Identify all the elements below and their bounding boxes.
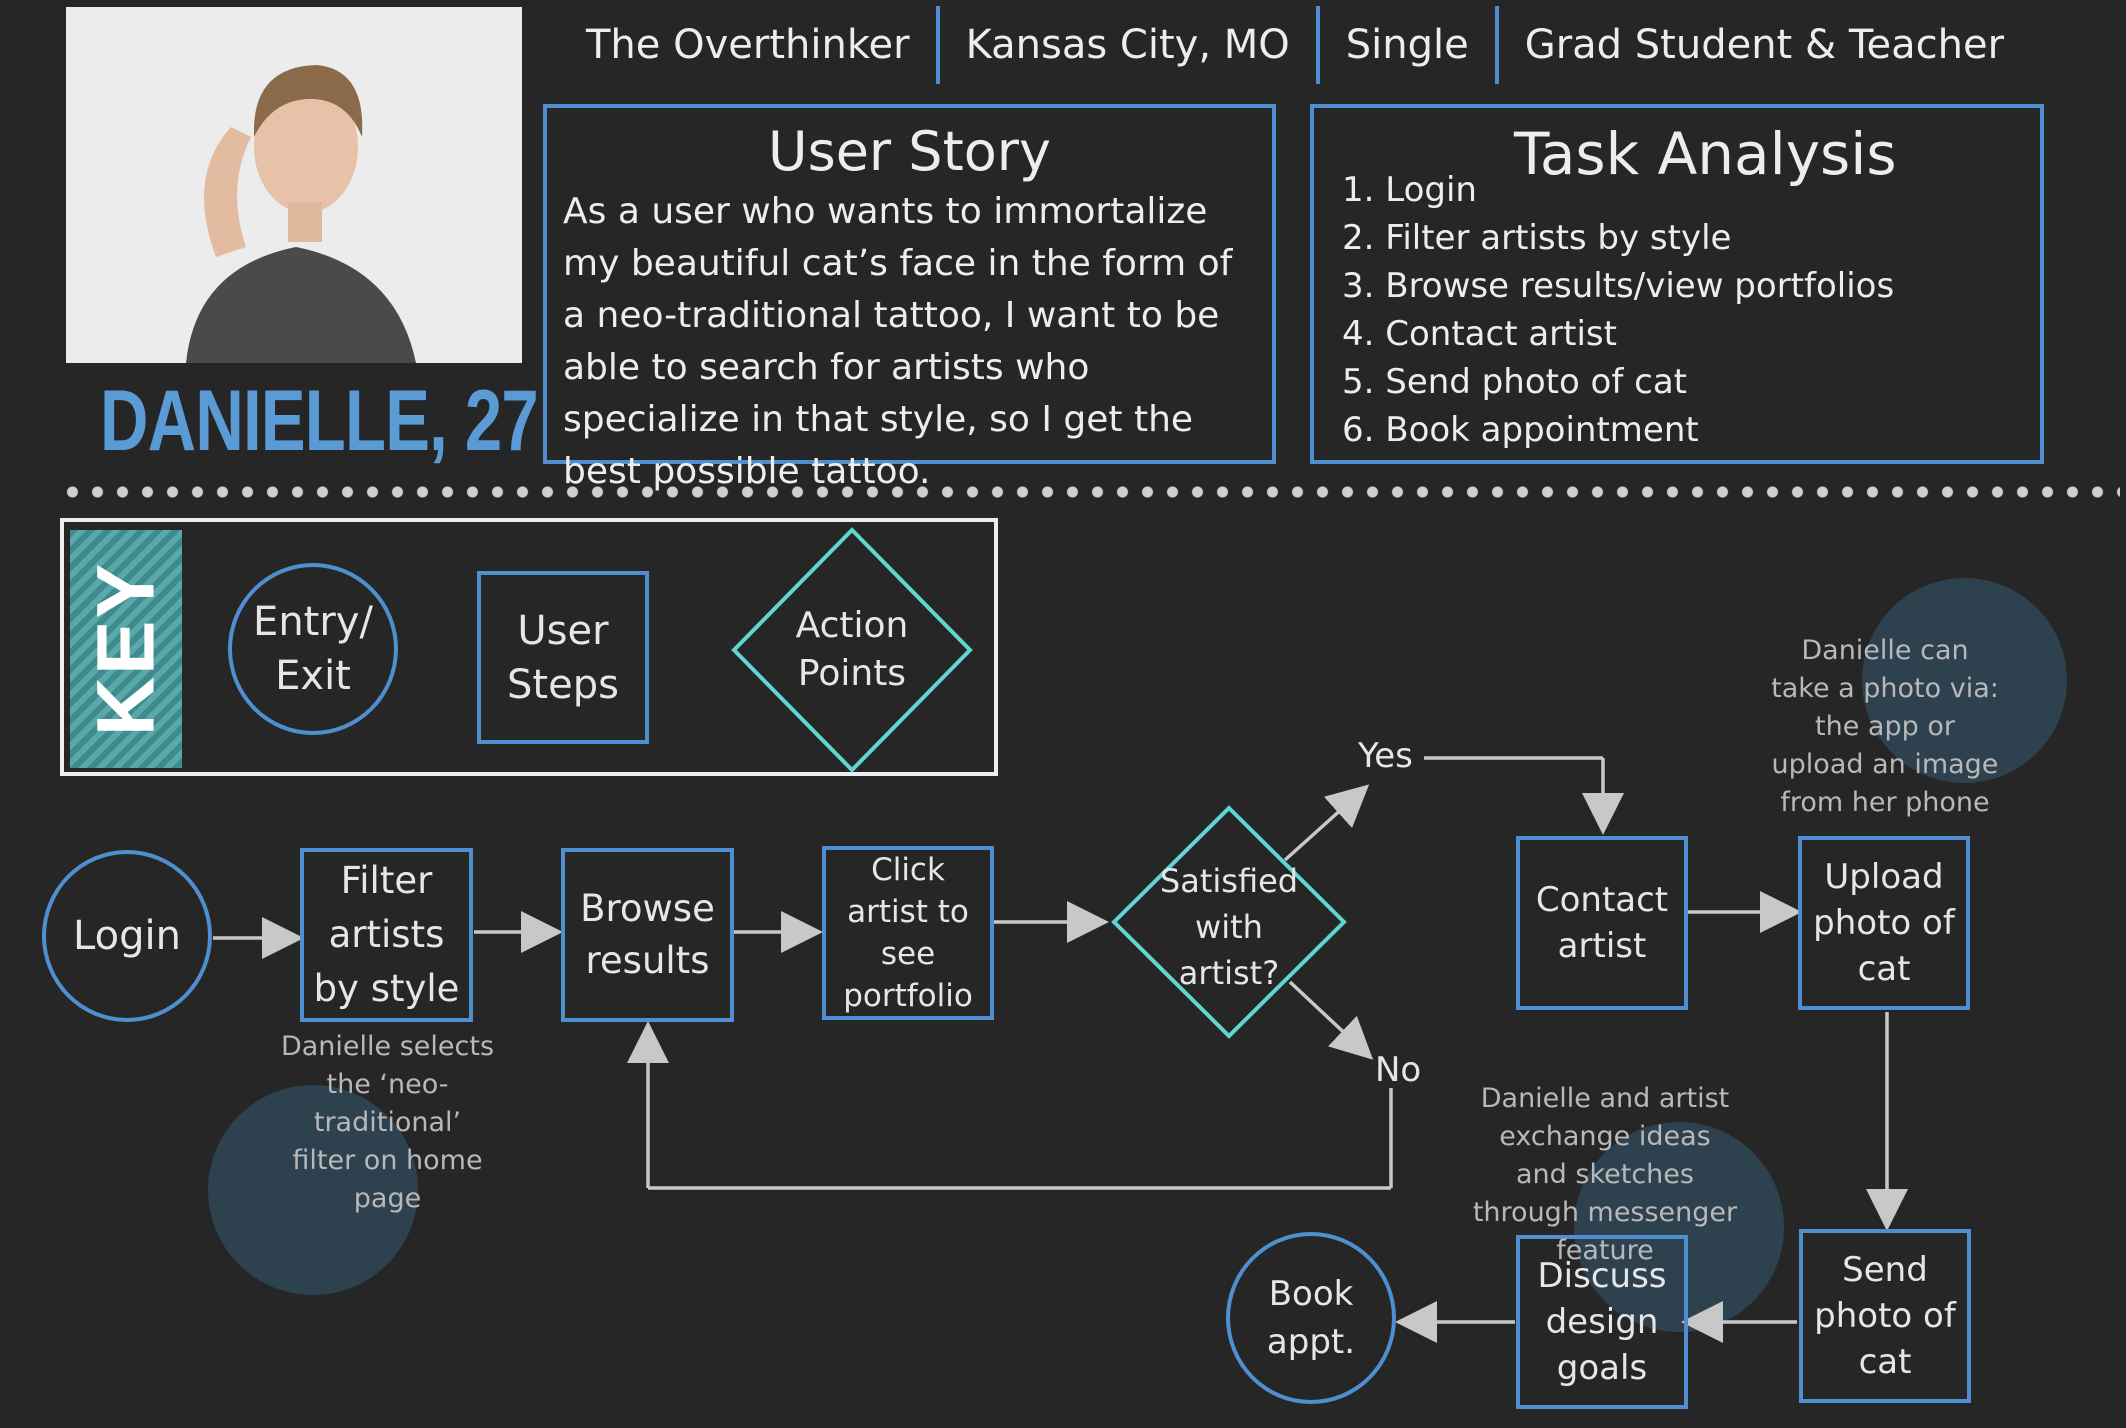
persona-occupation: Grad Student & Teacher — [1524, 22, 2005, 68]
note-photo: Danielle can take a photo via: the app o… — [1771, 635, 1999, 818]
flow-yes-label: Yes — [1358, 736, 1413, 776]
task-item: 6. Book appointment — [1342, 410, 1699, 450]
task-item: 4. Contact artist — [1342, 314, 1617, 354]
flow-contact-artist: Contact artist — [1516, 836, 1688, 1010]
persona-photo — [66, 7, 522, 363]
flow-upload-photo: Upload photo of cat — [1798, 836, 1970, 1010]
flow-click-artist: Click artist to see portfolio — [822, 846, 994, 1020]
persona-location: Kansas City, MO — [940, 6, 1320, 84]
task-item: 3. Browse results/view portfolios — [1342, 266, 1895, 306]
task-analysis-title: Task Analysis — [1514, 120, 1897, 188]
task-item: 1. Login — [1342, 170, 1477, 210]
persona-archetype: The Overthinker — [560, 6, 940, 84]
key-tab — [70, 530, 182, 768]
task-item: 5. Send photo of cat — [1342, 362, 1687, 402]
key-action-points: Action Points — [795, 605, 909, 694]
key-action-diamond — [731, 527, 973, 773]
key-legend — [60, 518, 998, 776]
note-filter: Danielle selects the ‘neo-traditional’ f… — [280, 1031, 495, 1214]
decor-blob — [208, 1085, 418, 1295]
flow-decision-diamond — [1111, 805, 1347, 1039]
user-story-title: User Story — [768, 120, 1051, 183]
flow-filter-artists: Filter artists by style — [300, 848, 473, 1022]
decor-blob — [1574, 1122, 1784, 1332]
flow-login: Login — [42, 850, 212, 1022]
decor-blob — [1862, 578, 2067, 783]
persona-status: Single — [1320, 6, 1499, 84]
persona-attributes: The Overthinker Kansas City, MO Single G… — [560, 0, 2030, 90]
task-analysis-panel: Task Analysis 1. Login 2. Filter artists… — [1310, 104, 2044, 464]
note-discuss: Danielle and artist exchange ideas and s… — [1472, 1083, 1738, 1266]
flow-no-label: No — [1375, 1050, 1422, 1090]
dotted-divider — [60, 486, 2120, 498]
flow-satisfied: Satisfied with artist? — [1159, 862, 1299, 992]
flow-send-photo: Send photo of cat — [1799, 1229, 1971, 1403]
task-item: 2. Filter artists by style — [1342, 218, 1732, 258]
flow-book-appt: Book appt. — [1226, 1232, 1396, 1404]
flow-discuss-goals: Discuss design goals — [1516, 1235, 1688, 1409]
user-story-panel: User Story As a user who wants to immort… — [543, 104, 1276, 492]
task-list: 1. Login 2. Filter artists by style 3. B… — [1342, 166, 1894, 454]
flow-browse-results: Browse results — [561, 848, 734, 1022]
key-entry-exit: Entry/ Exit — [228, 563, 398, 735]
user-story-text: As a user who wants to immortalize my be… — [563, 191, 1233, 492]
key-user-steps: User Steps — [477, 571, 649, 744]
